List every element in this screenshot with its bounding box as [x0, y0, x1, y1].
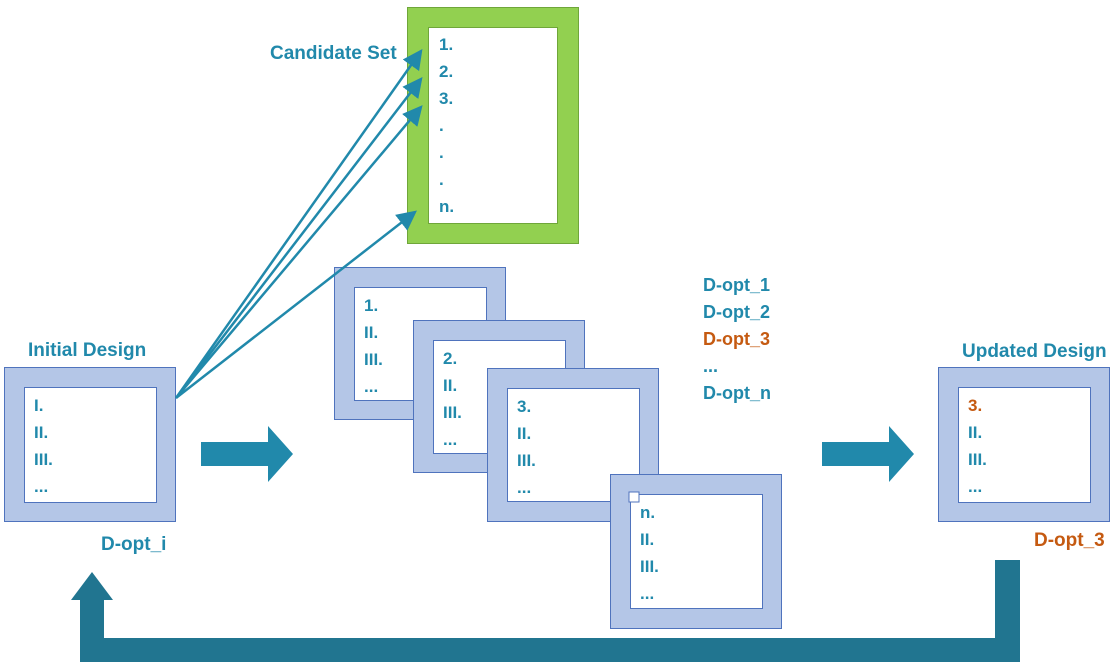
candidate-item: n.	[439, 197, 455, 216]
updated-design-title: Updated Design	[962, 341, 1107, 362]
initial-design-list: I. II. III. ...	[34, 392, 53, 500]
d-opt-item: ...	[703, 356, 719, 376]
candidate-item: 2.	[439, 62, 454, 81]
updated-design-box: 3. II. III. ...	[938, 367, 1110, 522]
design-item-selected: 3.	[968, 396, 983, 415]
block-arrow-right	[822, 426, 914, 482]
candidate-set-title: Candidate Set	[270, 43, 397, 64]
initial-design-inner: I. II. III. ...	[24, 387, 157, 503]
design-item: II.	[34, 423, 49, 442]
selection-arrow	[175, 105, 423, 399]
candidate-item: .	[439, 143, 444, 162]
design-item: ...	[34, 477, 49, 496]
candidate-design-n-list: n. II. III. ...	[640, 499, 659, 607]
candidate-item: .	[439, 170, 444, 189]
design-item: III.	[34, 450, 53, 469]
candidate-item: 3.	[439, 89, 454, 108]
design-item: III.	[640, 557, 659, 576]
design-item: ...	[968, 477, 983, 496]
candidate-set-inner: 1. 2. 3. . . . n.	[428, 27, 558, 224]
candidate-set-box: 1. 2. 3. . . . n.	[407, 7, 579, 244]
d-opt-item: D-opt_n	[703, 383, 771, 403]
design-item: ...	[364, 377, 379, 396]
design-item: II.	[968, 423, 983, 442]
d-opt-item: D-opt_2	[703, 302, 770, 322]
initial-design-box: I. II. III. ...	[4, 367, 176, 522]
design-item: II.	[640, 530, 655, 549]
design-item: n.	[640, 503, 656, 522]
candidate-design-1-list: 1. II. III. ...	[364, 292, 383, 400]
design-item: III.	[517, 451, 536, 470]
candidate-design-3-list: 3. II. III. ...	[517, 393, 536, 501]
design-item: II.	[443, 376, 458, 395]
selection-arrow	[175, 77, 423, 399]
selection-arrow	[175, 210, 417, 399]
design-item: 2.	[443, 349, 458, 368]
updated-design-inner: 3. II. III. ...	[958, 387, 1091, 503]
initial-design-title: Initial Design	[28, 340, 147, 361]
d-opt-item-best: D-opt_3	[703, 329, 770, 349]
design-item: 1.	[364, 296, 379, 315]
design-item: ...	[640, 584, 655, 603]
feedback-loop-arrow	[71, 560, 1020, 662]
d-opt-item: D-opt_1	[703, 275, 770, 295]
design-item: II.	[364, 323, 379, 342]
design-item: III.	[364, 350, 383, 369]
candidate-design-n: n. II. III. ...	[610, 474, 782, 629]
design-item: II.	[517, 424, 532, 443]
design-item: ...	[517, 478, 532, 497]
design-item: I.	[34, 396, 44, 415]
selection-arrow	[174, 48, 423, 399]
updated-design-list: 3. II. III. ...	[968, 392, 987, 500]
small-marker	[628, 491, 640, 503]
d-opt-list: D-opt_1 D-opt_2 D-opt_3 ... D-opt_n	[703, 272, 771, 407]
block-arrow-right	[201, 426, 293, 482]
candidate-item: .	[439, 116, 444, 135]
design-item: 3.	[517, 397, 532, 416]
candidate-set-list: 1. 2. 3. . . . n.	[439, 31, 454, 220]
candidate-item: 1.	[439, 35, 454, 54]
design-item: ...	[443, 430, 458, 449]
initial-design-label: D-opt_i	[101, 534, 167, 555]
design-item: III.	[443, 403, 462, 422]
updated-design-label: D-opt_3	[1034, 530, 1105, 551]
design-item: III.	[968, 450, 987, 469]
candidate-design-n-inner: n. II. III. ...	[630, 494, 763, 609]
candidate-design-2-list: 2. II. III. ...	[443, 345, 462, 453]
